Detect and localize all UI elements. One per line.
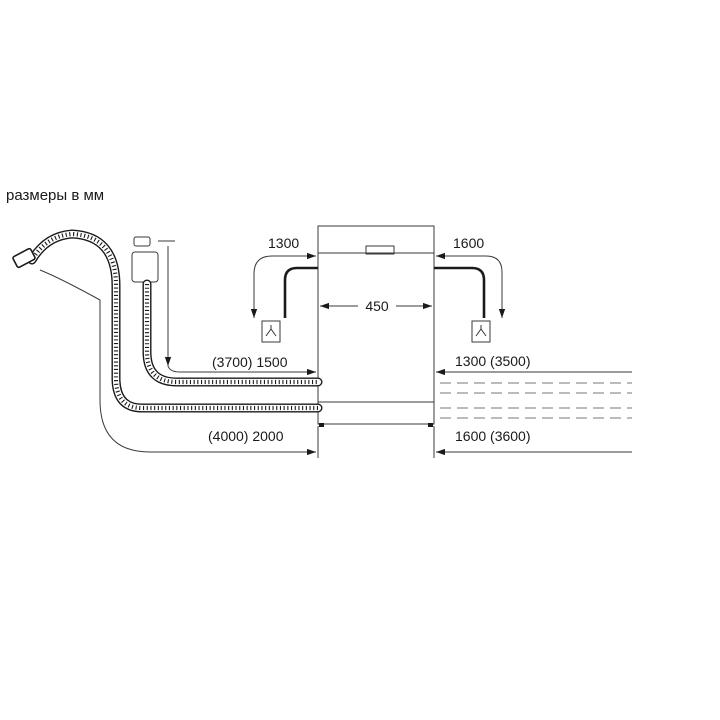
drain-hose-end-icon bbox=[12, 247, 36, 269]
left-drain-connection: 1300 bbox=[250, 235, 318, 343]
dishwasher-front bbox=[317, 225, 435, 427]
drain-hose bbox=[12, 229, 323, 413]
right-guides: 1300 (3500) 1600 (3600) bbox=[433, 353, 632, 458]
inlet-hose bbox=[142, 279, 323, 387]
inlet-left-label: (3700) 1500 bbox=[212, 354, 288, 370]
foot-left bbox=[319, 423, 324, 427]
width-dimension: 450 bbox=[320, 298, 432, 314]
inlet-length-left: (3700) 1500 bbox=[167, 354, 316, 376]
right-siphon-icon bbox=[471, 320, 491, 343]
drain-length-left: (4000) 2000 bbox=[39, 269, 319, 458]
left-siphon-icon bbox=[261, 320, 281, 343]
units-caption: размеры в мм bbox=[6, 187, 104, 204]
drain-right-label: 1600 (3600) bbox=[455, 428, 531, 444]
foot-right bbox=[428, 423, 433, 427]
inlet-right-label: 1300 (3500) bbox=[455, 353, 531, 369]
right-drain-connection: 1600 bbox=[434, 235, 506, 343]
control-display bbox=[365, 245, 395, 255]
right-drain-height-label: 1600 bbox=[453, 235, 484, 251]
drain-left-label: (4000) 2000 bbox=[208, 428, 284, 444]
width-label: 450 bbox=[365, 298, 389, 314]
left-drain-height-label: 1300 bbox=[268, 235, 299, 251]
water-tap-valve bbox=[131, 236, 175, 366]
